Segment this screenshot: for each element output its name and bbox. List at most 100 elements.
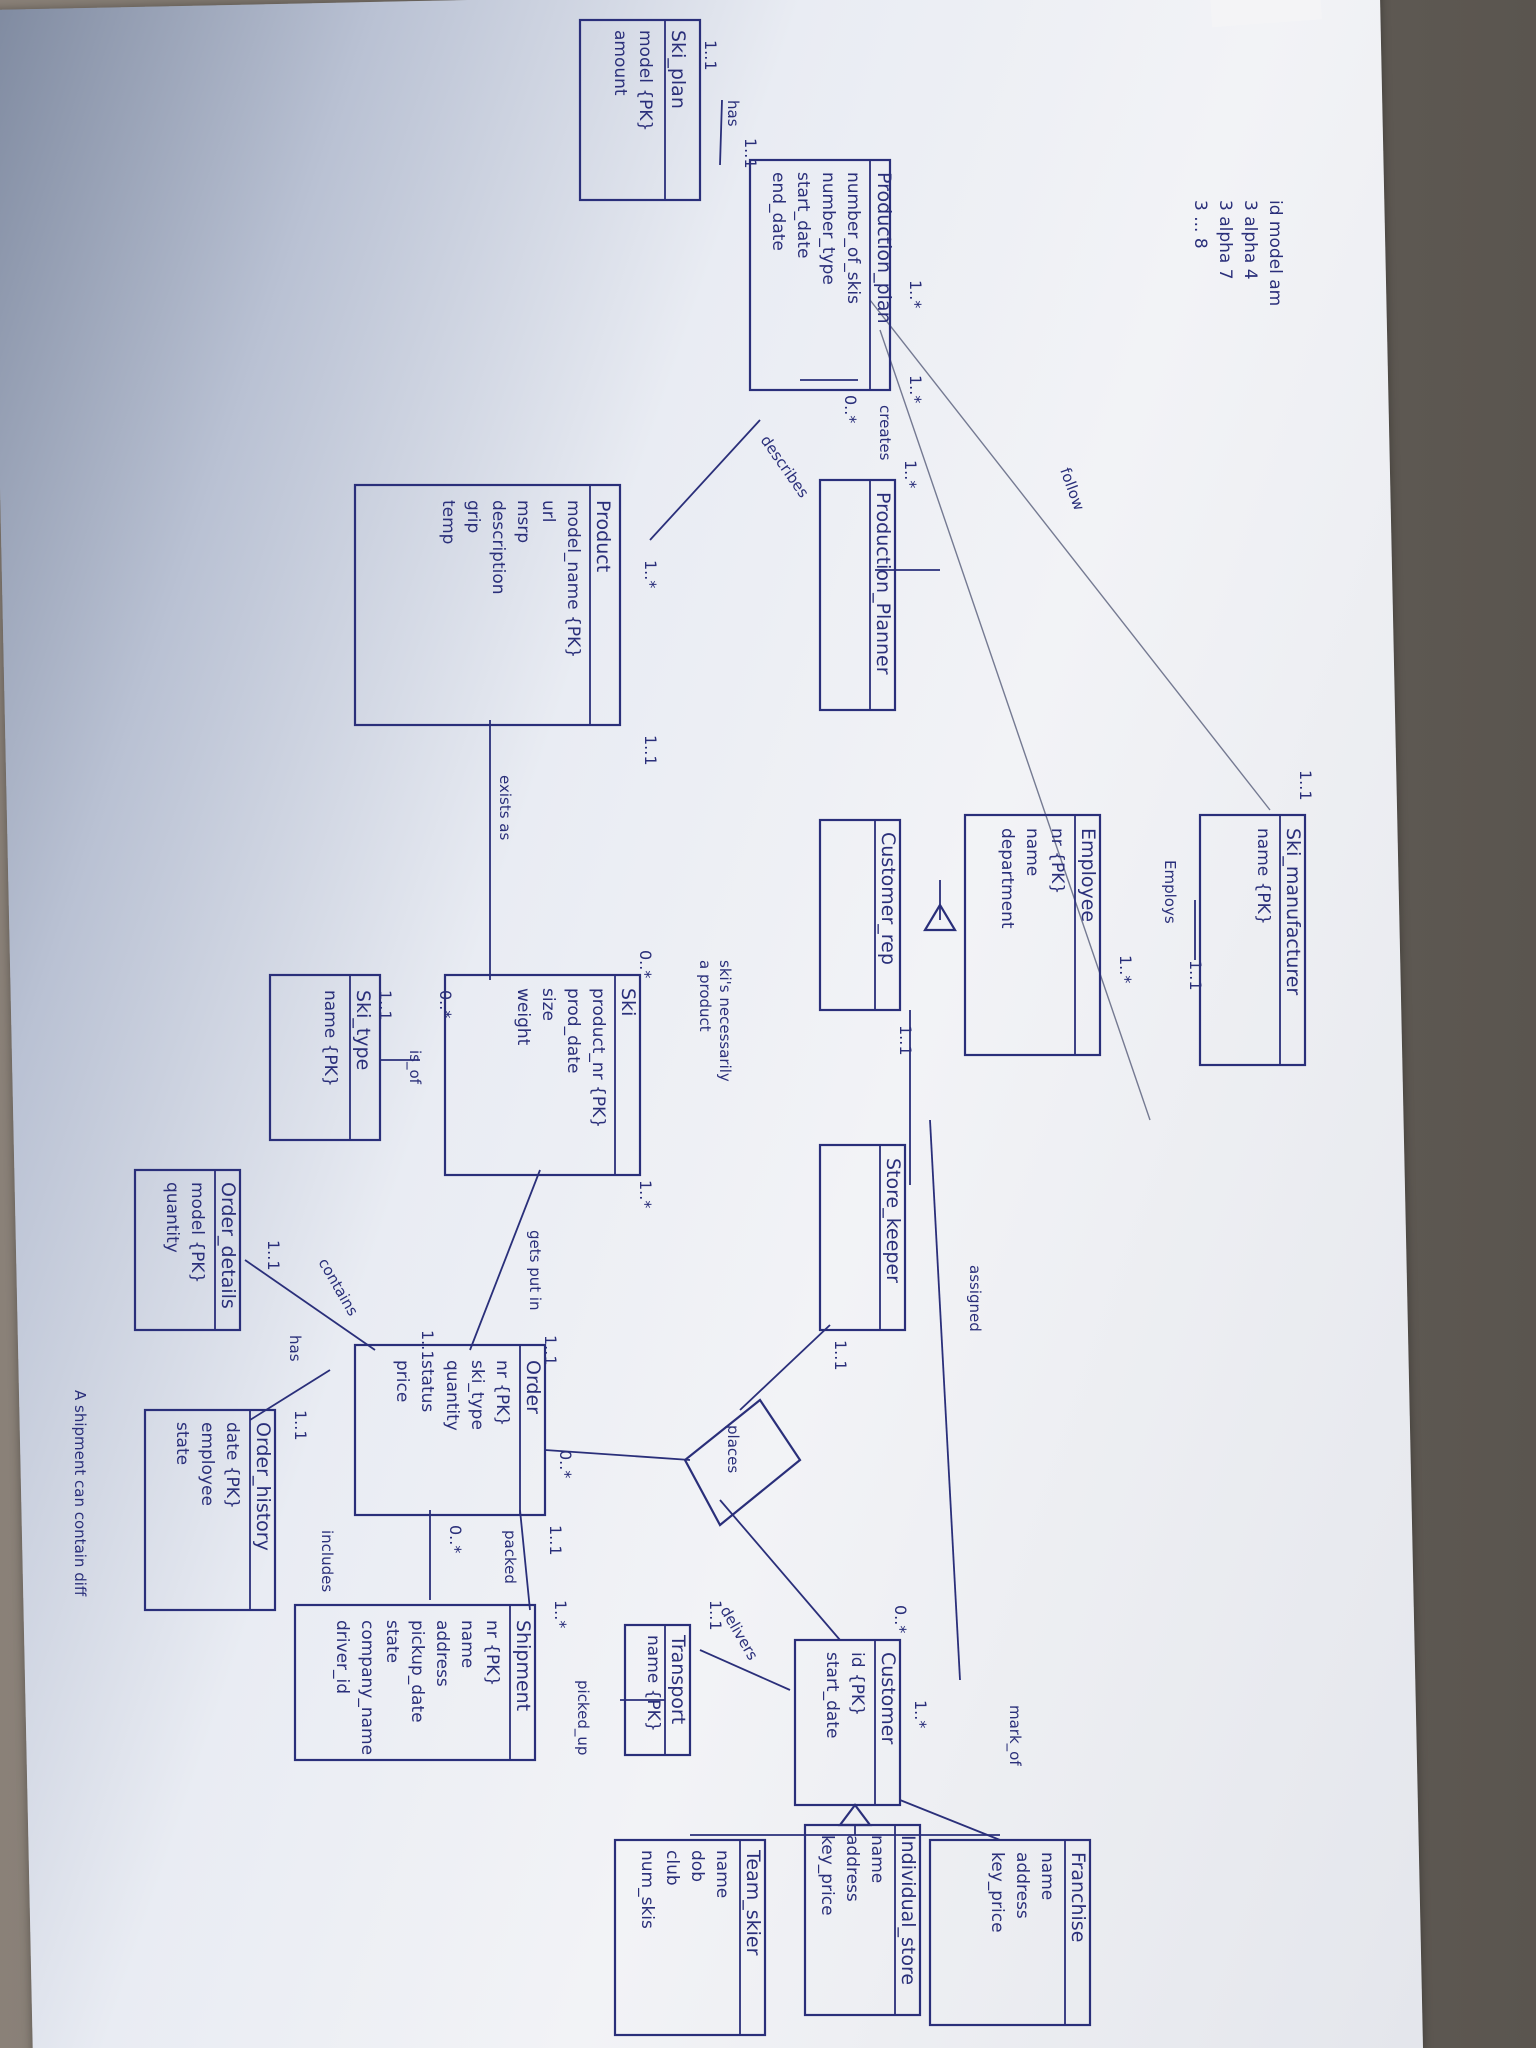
entity-attr: url <box>538 500 558 523</box>
entity-individual-store: Individual_store name address key_price <box>803 1823 922 2017</box>
entity-attr: date {PK} <box>222 1422 242 1509</box>
mult-store-keeper: 1..1 <box>831 1340 850 1371</box>
entity-team-skier: Team_skier name dob club num_skis <box>613 1838 767 2037</box>
entity-attr: quantity <box>162 1182 182 1253</box>
entity-attr: club <box>662 1850 682 1886</box>
entity-title: Order <box>522 1360 544 1414</box>
entity-attr: temp <box>438 500 458 544</box>
mult-order-3: 0..* <box>556 1450 575 1478</box>
entity-attr: number_of_skis <box>843 172 863 304</box>
entity-attr: name {PK} <box>1253 828 1273 925</box>
top-note-line-1: id model am <box>1265 200 1285 306</box>
entity-title: Team_skier <box>742 1849 764 1956</box>
entity-customer-rep: Customer_rep <box>818 818 902 1012</box>
rel-contains: contains <box>315 1255 362 1319</box>
generalization-triangle <box>923 902 957 932</box>
rel-is-of: is_of <box>405 1050 424 1085</box>
rel-describes: describes <box>757 432 813 501</box>
mult-customer-1: 0..* <box>891 1605 910 1633</box>
entity-attr: nr {PK} <box>482 1620 502 1686</box>
mult-product-2: 1..1 <box>641 735 660 766</box>
entity-attr: address <box>842 1835 862 1902</box>
entity-attr: name <box>457 1620 477 1668</box>
entity-attr: state <box>172 1422 192 1465</box>
rel-delivers: delivers <box>717 1603 762 1663</box>
entity-title: Ski_plan <box>667 30 689 109</box>
entity-attr: driver_id <box>332 1620 352 1694</box>
entity-attr: address <box>1012 1852 1032 1919</box>
entity-title: Franchise <box>1067 1852 1089 1942</box>
mult-manufacturer: 1..1 <box>1296 770 1315 801</box>
entity-attr: amount <box>610 30 630 96</box>
entity-attr: prod_date <box>563 988 583 1073</box>
entity-attr: dob <box>687 1850 707 1882</box>
rel-exists-as: exists as <box>496 775 514 840</box>
entity-attr: company_name <box>357 1620 377 1755</box>
line-order-history <box>249 1369 331 1421</box>
mult-transport: 1..1 <box>706 1600 725 1631</box>
entity-production-planner: Production_Planner <box>818 478 897 712</box>
entity-franchise: Franchise name address key_price <box>928 1838 1092 2027</box>
entity-attr: num_skis <box>637 1850 657 1929</box>
rel-gets-put-in: gets put in <box>526 1230 544 1311</box>
top-note-line-3: 3 alpha 7 <box>1215 200 1235 280</box>
entity-attr: status <box>417 1360 437 1412</box>
mult-ski-type: 1..1 <box>376 990 395 1021</box>
entity-attr: id {PK} <box>847 1652 867 1716</box>
rel-creates: creates <box>876 405 894 461</box>
entity-order: Order nr {PK} ski_type quantity status p… <box>353 1343 547 1517</box>
ski-note-line-1: ski's necessarily <box>716 960 734 1082</box>
rel-picked-up: picked_up <box>573 1680 592 1755</box>
entity-title: Customer_rep <box>877 832 899 965</box>
mult-pp-3: 1..* <box>906 375 925 403</box>
relationship-places: places <box>683 1398 802 1527</box>
entity-attr: start_date <box>793 172 813 258</box>
entity-attr: end_date <box>768 172 788 251</box>
entity-attr: key_price <box>987 1852 1007 1933</box>
entity-transport: Transport name {PK} <box>623 1623 692 1757</box>
rel-places: places <box>724 1425 742 1473</box>
mult-ski-3: 0..* <box>436 990 455 1018</box>
line-places-store-keeper <box>739 1324 831 1411</box>
entity-attr: name <box>1037 1852 1057 1900</box>
entity-store-keeper: Store_keeper <box>818 1143 907 1332</box>
entity-title: Customer <box>877 1652 899 1744</box>
entity-title: Order_details <box>217 1182 239 1309</box>
entity-title: Product <box>592 500 614 572</box>
entity-attr: product_nr {PK} <box>588 988 608 1128</box>
entity-attr: name <box>1022 828 1042 876</box>
entity-title: Ski <box>617 988 639 1016</box>
line-order-shipment <box>519 1509 531 1611</box>
entity-title: Store_keeper <box>882 1158 904 1283</box>
rel-follow: follow <box>1056 465 1088 513</box>
entity-attr: start_date <box>822 1652 842 1738</box>
mult-product-1: 1..* <box>641 560 660 588</box>
rel-has-history: has <box>286 1335 304 1362</box>
mult-ski-2: 1..* <box>636 1180 655 1208</box>
mult-order-5: 0..* <box>446 1525 465 1553</box>
entity-title: Shipment <box>512 1620 534 1711</box>
entity-attr: name {PK} <box>320 990 340 1087</box>
entity-employee: Employee nr {PK} name department <box>963 813 1102 1057</box>
mult-pp-1: 1..1 <box>741 138 760 169</box>
ski-note-line-2: a product <box>696 960 714 1032</box>
entity-attr: nr {PK} <box>492 1360 512 1426</box>
line-order-places <box>544 1449 691 1461</box>
entity-title: Individual_store <box>897 1835 919 1985</box>
top-note-line-4: 3 ... 8 <box>1190 200 1210 249</box>
entity-ski-manufacturer: Ski_manufacturer name {PK} <box>1198 813 1307 1067</box>
mult-pp-2: 1..* <box>906 280 925 308</box>
entity-attr: price <box>392 1360 412 1402</box>
entity-attr: department <box>997 828 1017 929</box>
entity-attr: weight <box>513 988 533 1046</box>
bottom-note: A shipment can contain diff <box>71 1390 89 1597</box>
line-skiplan-production-plan <box>719 99 723 166</box>
rel-includes: includes <box>318 1530 336 1592</box>
entity-attr: ski_type <box>467 1360 487 1430</box>
entity-attr: grip <box>463 500 483 533</box>
mult-order-2: 1..1 <box>418 1330 437 1361</box>
entity-attr: key_price <box>817 1835 837 1916</box>
mult-skiplan: 1..1 <box>701 40 720 71</box>
entity-attr: size <box>538 988 558 1021</box>
entity-attr: model_name {PK} <box>563 500 583 658</box>
